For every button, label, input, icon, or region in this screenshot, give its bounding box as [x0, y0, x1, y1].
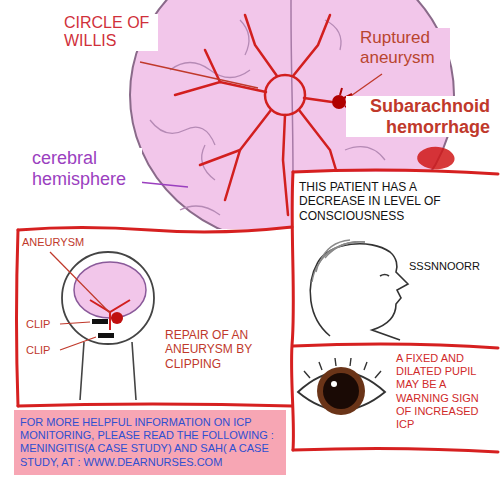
- anatomy-label: cerebral hemisphere: [30, 148, 142, 189]
- eyelashes: [304, 358, 381, 378]
- part-label: CLIP: [26, 318, 66, 331]
- clipping-panel: ANEURYSM CLIP CLIP REPAIR OF AN ANEURYSM BY…: [18, 230, 292, 406]
- panel-caption: REPAIR OF AN ANEURYSM BY CLIPPING: [165, 328, 287, 371]
- part-label: ANEURYSM: [22, 236, 112, 249]
- leader-line: [60, 322, 90, 324]
- artery: [293, 15, 330, 76]
- warning-note: A FIXED AND DILATED PUPIL MAY BE A WARNI…: [396, 352, 496, 431]
- patient-head: [310, 244, 408, 340]
- leader-line: [140, 62, 258, 88]
- artery: [304, 98, 332, 102]
- gyrus: [150, 120, 215, 145]
- gyrus: [170, 63, 250, 78]
- panel-border: [18, 227, 292, 232]
- eye-highlight: [331, 381, 337, 387]
- artery: [245, 15, 277, 76]
- artery-small: [90, 300, 130, 330]
- pupil-panel: A FIXED AND DILATED PUPIL MAY BE A WARNI…: [293, 347, 500, 447]
- info-box: FOR MORE HELPFUL INFORMATION ON ICP MONI…: [14, 410, 286, 475]
- hair-strand: [312, 250, 332, 282]
- panel-border: [292, 172, 294, 450]
- panel-border: [293, 448, 498, 452]
- info-text: FOR MORE HELPFUL INFORMATION ON ICP MONI…: [20, 416, 280, 469]
- panel-border: [18, 404, 292, 406]
- closed-eye: [380, 275, 389, 277]
- panel-border: [293, 344, 498, 348]
- leader-line: [50, 252, 110, 313]
- neck: [80, 342, 136, 400]
- leader-line: [60, 337, 96, 350]
- eye-outline: [298, 372, 385, 410]
- anatomy-label: Subarachnoid hemorrhage: [346, 96, 492, 137]
- anatomy-label: CIRCLE OF WILLIS: [62, 14, 158, 51]
- aneurysm-small: [111, 312, 123, 324]
- anatomy-label: Ruptured aneurysm: [358, 28, 450, 67]
- face-profile: [318, 244, 408, 340]
- leader-line: [348, 74, 382, 98]
- artery: [225, 110, 271, 200]
- head-back: [310, 262, 330, 336]
- hair-strand: [316, 242, 356, 272]
- hair-strand: [330, 242, 365, 252]
- patient-panel: THIS PATIENT HAS A DECREASE IN LEVEL OF …: [293, 172, 500, 346]
- panel-note: THIS PATIENT HAS A DECREASE IN LEVEL OF …: [299, 180, 479, 223]
- artery: [175, 82, 266, 95]
- panel-border: [17, 230, 19, 406]
- clip-symbol: [98, 333, 114, 338]
- leader-lines: [50, 252, 110, 350]
- brain-small: [74, 262, 146, 318]
- dilated-pupil: [323, 373, 359, 409]
- iris: [317, 367, 365, 415]
- patient-hair: [312, 240, 365, 282]
- part-label: CLIP: [26, 344, 66, 357]
- panel-ground: [18, 229, 293, 407]
- artery: [283, 115, 288, 215]
- sound-text: SSSNNOORR: [409, 260, 495, 273]
- panel-ground: [293, 172, 500, 452]
- gyrus: [345, 147, 385, 160]
- gyrus: [180, 206, 220, 215]
- leader-line: [138, 182, 188, 187]
- head-outline: [62, 252, 154, 344]
- panel-border: [293, 170, 498, 174]
- clip-symbol: [92, 319, 108, 324]
- artery: [200, 150, 240, 165]
- hemorrhage: [417, 147, 454, 170]
